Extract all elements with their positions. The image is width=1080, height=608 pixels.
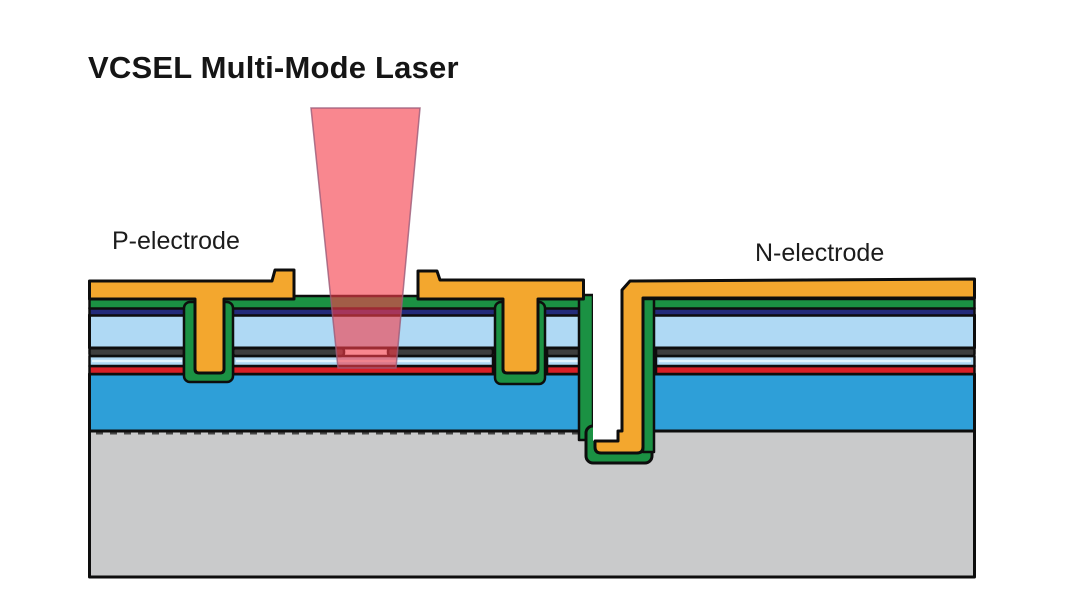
quantum-well-line-left (92, 359, 182, 363)
quantum-well-line-mesa-right (549, 359, 579, 363)
quantum-well-line-right (659, 359, 971, 363)
laser-beam (310, 107, 421, 369)
p-electrode-metal-right (416, 269, 585, 375)
top-dbr-layer-right (644, 313, 976, 350)
page-title: VCSEL Multi-Mode Laser (88, 50, 459, 85)
substrate-layer (88, 428, 976, 579)
trench-air-gap (593, 287, 622, 441)
passivation-layer-right (644, 297, 976, 310)
p-electrode-label: P-electrode (112, 227, 240, 255)
n-electrode-metal (593, 277, 976, 455)
mesa-sidewall-passivation (577, 293, 595, 442)
p-electrode-metal-left (88, 268, 296, 375)
n-electrode-label: N-electrode (755, 239, 885, 267)
bottom-dbr-layer-right (648, 372, 976, 433)
n-leg-passivation (641, 297, 656, 454)
